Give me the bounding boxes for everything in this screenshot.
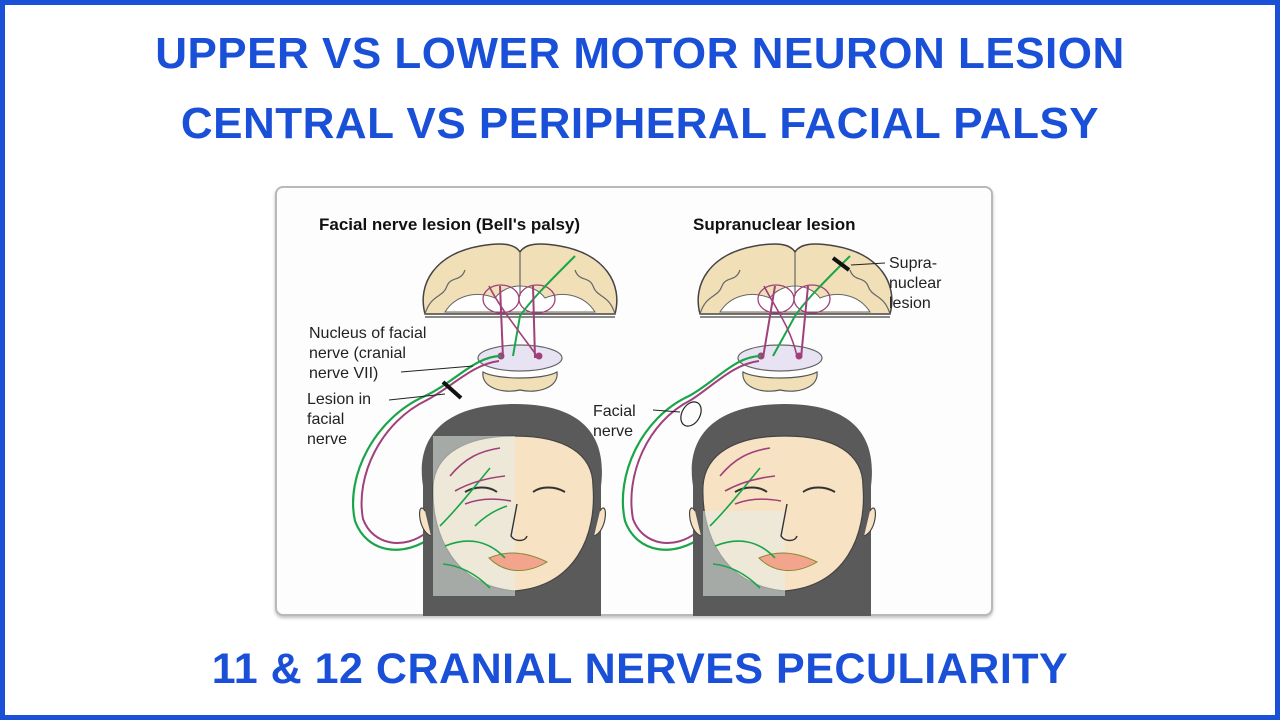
lesion-in-facial-nerve-label: Lesion in facial nerve bbox=[307, 391, 376, 448]
supranuclear-lesion-label: Supra- nuclear lesion bbox=[889, 255, 946, 312]
facial-palsy-diagram: Facial nerve lesion (Bell's palsy) bbox=[307, 215, 946, 616]
diagram-panel bbox=[275, 186, 993, 616]
title-cranial-nerves: 11 & 12 CRANIAL NERVES PECULIARITY bbox=[211, 645, 1069, 693]
nucleus-label: Nucleus of facial nerve (cranial nerve V… bbox=[309, 325, 431, 382]
lesion-mark-right bbox=[831, 256, 851, 272]
title-upper-vs-lower: UPPER VS LOWER MOTOR NEURON LESION bbox=[155, 29, 1125, 78]
facial-nerve-label: Facial nerve bbox=[593, 403, 640, 440]
lesion-mark-left bbox=[441, 380, 463, 400]
right-panel-title: Supranuclear lesion bbox=[693, 215, 856, 234]
title-central-vs-peripheral: CENTRAL VS PERIPHERAL FACIAL PALSY bbox=[180, 99, 1100, 148]
brain-section-left bbox=[422, 243, 618, 318]
brain-section-right bbox=[697, 243, 893, 318]
brainstem-right bbox=[737, 344, 823, 392]
right-diagram: Supranuclear lesion bbox=[593, 215, 946, 616]
left-diagram: Facial nerve lesion (Bell's palsy) bbox=[307, 215, 618, 616]
face-right bbox=[689, 404, 876, 616]
face-left bbox=[419, 404, 606, 616]
brainstem-left bbox=[477, 344, 563, 392]
left-panel-title: Facial nerve lesion (Bell's palsy) bbox=[319, 215, 580, 234]
